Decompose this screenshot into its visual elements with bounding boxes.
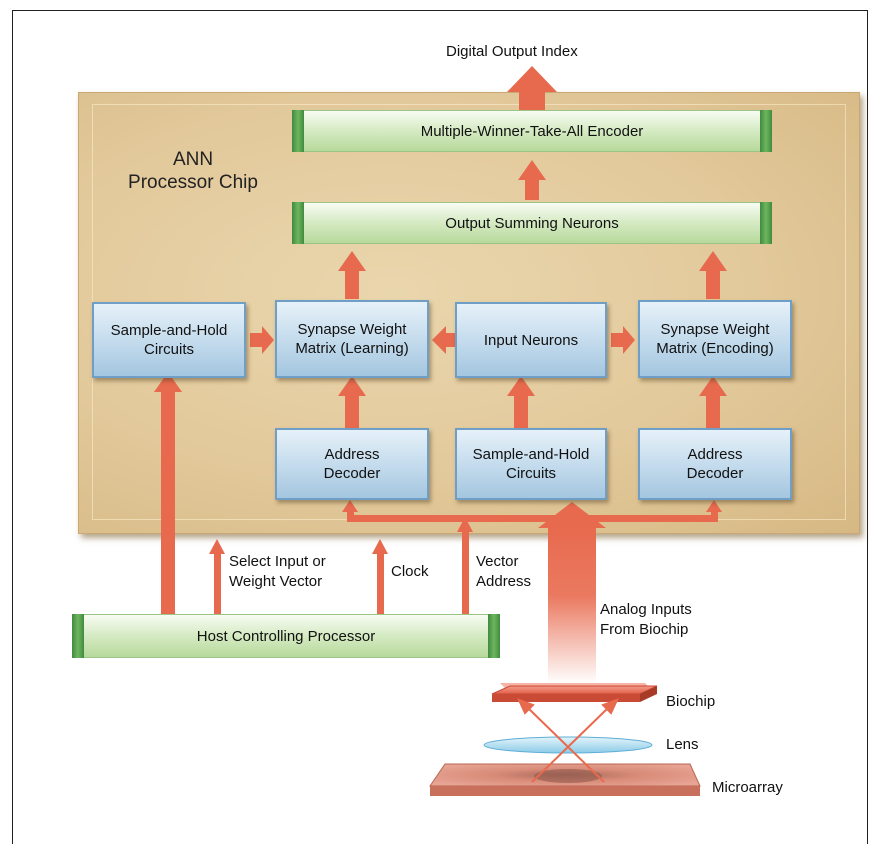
arrow-learning-to-summing — [338, 251, 366, 299]
arrow-input-to-learning — [432, 326, 458, 354]
figure-frame — [12, 10, 868, 844]
sample-hold-left-label: Sample-and-Hold Circuits — [110, 322, 228, 358]
arrow-input-to-encoding — [611, 326, 635, 354]
output-label: Digital Output Index — [446, 43, 578, 60]
host-processor-block: Host Controlling Processor — [72, 614, 500, 658]
address-bus — [342, 500, 722, 522]
clock-line — [372, 539, 388, 615]
decoder-left-label: Address Decoder — [323, 446, 381, 482]
clock-label: Clock — [391, 563, 429, 580]
analog-inputs-label-2: From Biochip — [600, 621, 689, 638]
arrow-decoder-to-encoding — [699, 376, 727, 428]
select-input-label-2: Weight Vector — [229, 573, 323, 590]
arrow-samplehold-to-input — [507, 376, 535, 428]
biochip-plate — [491, 683, 658, 702]
summing-neurons-block: Output Summing Neurons — [292, 202, 772, 244]
chip-title: ANN Processor Chip — [128, 149, 258, 193]
arrow-host-to-samplehold — [154, 372, 182, 615]
encoder-block: Multiple-Winner-Take-All Encoder — [292, 110, 772, 152]
output-arrow — [507, 66, 557, 110]
arrow-decoder-to-learning — [338, 376, 366, 428]
decoder-right-label: Address Decoder — [686, 446, 744, 482]
sample-hold-mid-label: Sample-and-Hold Circuits — [472, 446, 590, 482]
arrow-encoding-to-summing — [699, 251, 727, 299]
synapse-learning-label: Synapse Weight Matrix (Learning) — [295, 321, 409, 357]
sample-hold-mid-block: Sample-and-Hold Circuits — [455, 428, 607, 500]
vector-address-label-1: Vector — [476, 553, 519, 570]
synapse-learning-block: Synapse Weight Matrix (Learning) — [275, 300, 429, 378]
lens — [483, 736, 653, 754]
biochip-label: Biochip — [666, 693, 716, 710]
vector-address-line — [457, 517, 473, 615]
analog-inputs-label-1: Analog Inputs — [600, 601, 692, 618]
select-input-label-1: Select Input or — [229, 553, 326, 570]
lens-label: Lens — [666, 736, 699, 753]
synapse-encoding-label: Synapse Weight Matrix (Encoding) — [656, 321, 774, 357]
decoder-right-block: Address Decoder — [638, 428, 792, 500]
arrow-summing-to-encoder — [518, 160, 546, 200]
microarray-label: Microarray — [712, 779, 783, 796]
sample-hold-left-block: Sample-and-Hold Circuits — [92, 302, 246, 378]
light-rays — [517, 698, 619, 783]
microarray — [429, 763, 701, 796]
analog-input-arrow — [538, 502, 606, 684]
arrow-samplehold-to-learning — [250, 326, 274, 354]
select-input-line — [209, 539, 225, 615]
decoder-left-block: Address Decoder — [275, 428, 429, 500]
input-neurons-block: Input Neurons — [455, 302, 607, 378]
synapse-encoding-block: Synapse Weight Matrix (Encoding) — [638, 300, 792, 378]
vector-address-label-2: Address — [476, 573, 532, 590]
